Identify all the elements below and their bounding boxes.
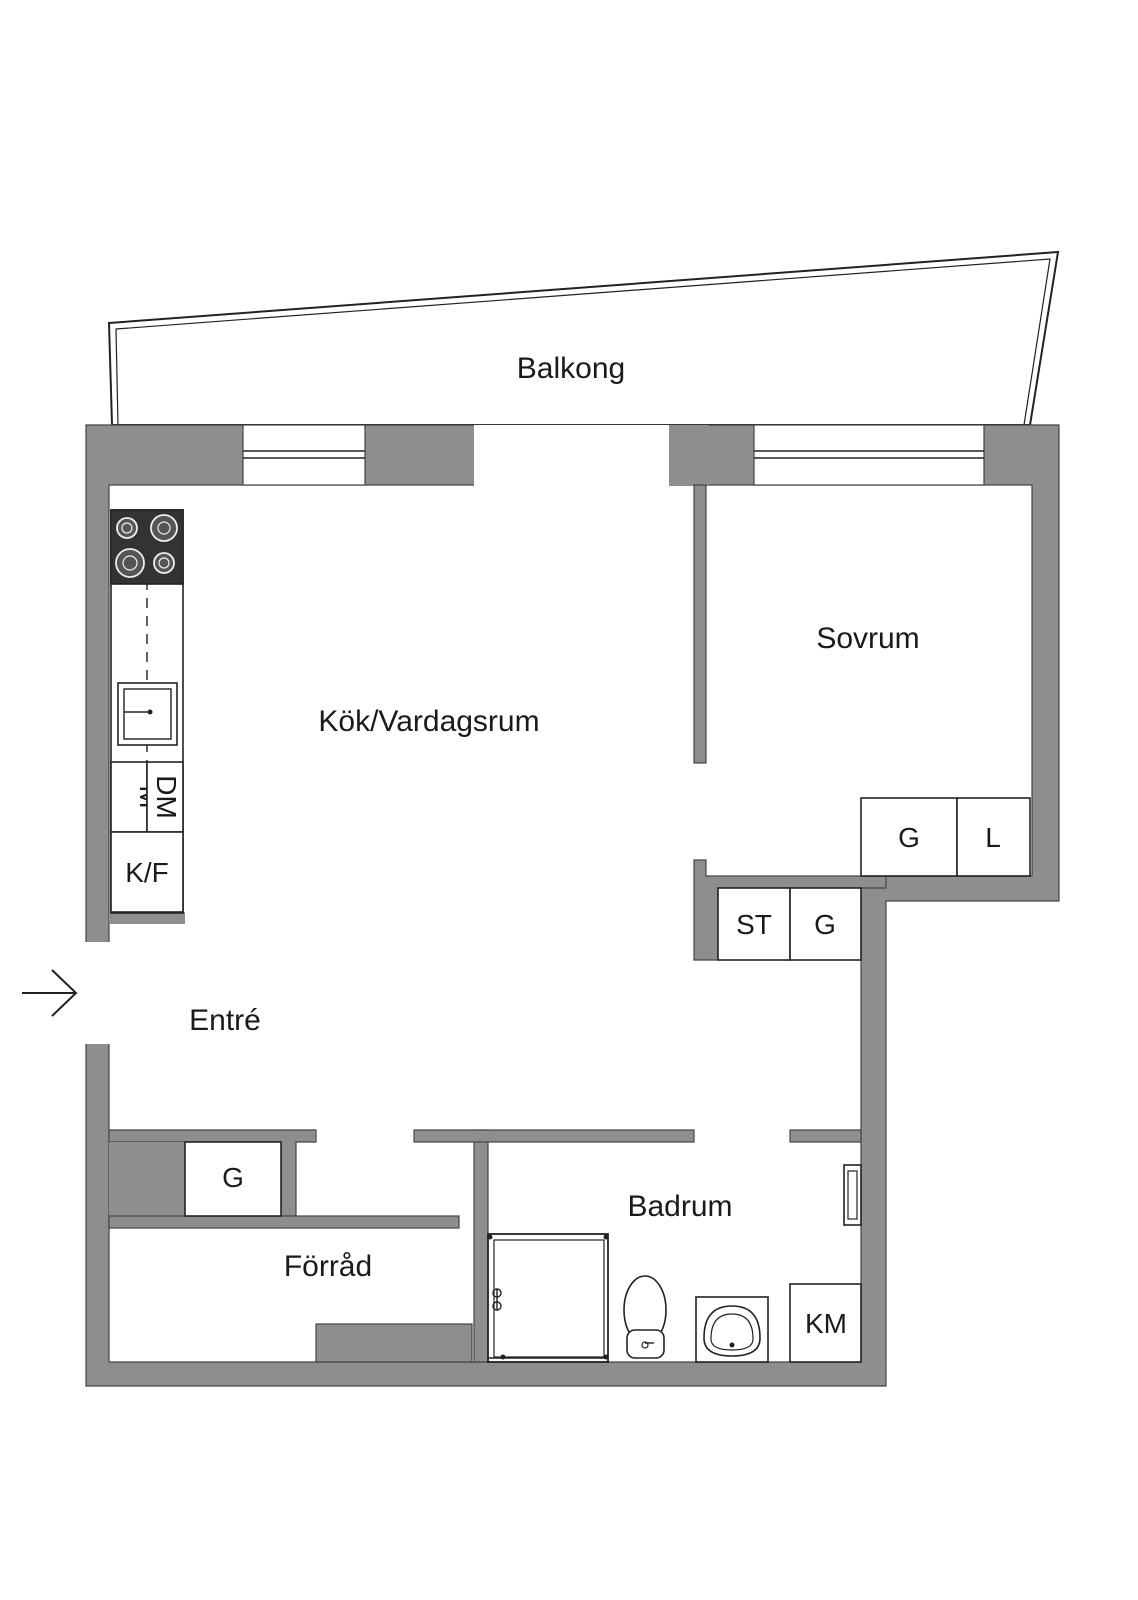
bedroom-linen-closet: L (956, 797, 1031, 877)
closet-wall (693, 859, 887, 961)
balcony[interactable] (107, 250, 1060, 426)
washbasin-icon (695, 1296, 769, 1363)
storage-wall-mass (109, 1142, 185, 1216)
room-label-entry: Entré (189, 1004, 261, 1037)
bedroom-linen-label: L (985, 822, 1001, 853)
bath-wall-top (413, 1129, 695, 1143)
bedroom-wardrobe-label: G (898, 822, 920, 853)
stove-icon (110, 509, 184, 585)
room-label-balcony: Balkong (517, 352, 625, 385)
washing-machine: KM (789, 1283, 862, 1363)
washing-machine-label: KM (805, 1308, 847, 1339)
hall-wardrobe: G (789, 887, 862, 961)
storage-wall-bottom (108, 1215, 460, 1229)
room-label-storage: Förråd (284, 1250, 372, 1283)
balcony-door-opening[interactable] (474, 425, 669, 486)
dishwasher-label: DM (151, 775, 182, 819)
room-label-bedroom: Sovrum (816, 622, 919, 655)
bath-wall-vertical (473, 1129, 489, 1363)
sink-icon (117, 682, 178, 746)
fridge-freezer-label: K/F (125, 857, 169, 888)
storage-wardrobe-label: G (222, 1162, 244, 1193)
bedroom-wall (693, 484, 707, 764)
storage-step-wall (315, 1323, 473, 1363)
balcony-door-pier (669, 425, 709, 485)
dishwasher: DM (146, 761, 184, 833)
bath-wall-top-right (789, 1129, 862, 1143)
bedroom-wardrobe: G (860, 797, 958, 877)
arrow-right-icon (22, 969, 78, 1017)
shower-icon (487, 1233, 609, 1363)
room-label-bathroom: Badrum (627, 1190, 732, 1223)
window-left (242, 424, 366, 486)
entrance-door-opening[interactable] (84, 942, 111, 1044)
cleaning-closet: ST (717, 887, 791, 961)
window-right (753, 424, 985, 486)
storage-wardrobe: G (184, 1141, 282, 1217)
kitchen-wall-segment (109, 912, 185, 924)
hall-wardrobe-label: G (814, 909, 836, 940)
room-label-living: Kök/Vardagsrum (318, 705, 539, 738)
cleaning-closet-label: ST (736, 909, 772, 940)
radiator-icon (843, 1164, 862, 1226)
toilet-icon (623, 1275, 667, 1359)
fridge-freezer: K/F (110, 831, 184, 913)
